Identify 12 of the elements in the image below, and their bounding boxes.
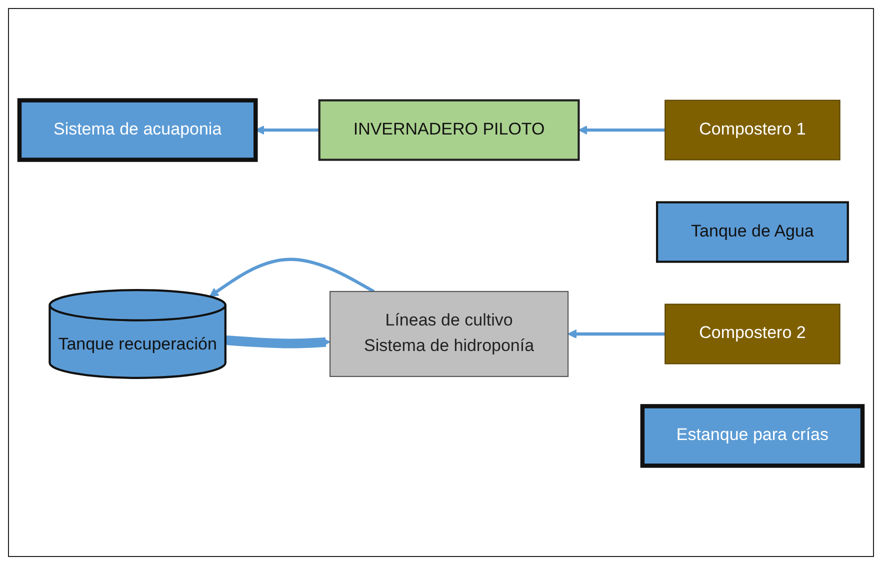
node-box: Tanque de Agua xyxy=(656,200,849,262)
arrow xyxy=(568,328,666,338)
arrow xyxy=(255,124,320,134)
arrow xyxy=(209,257,375,296)
arrow xyxy=(225,334,330,348)
node-box: Líneas de cultivo Sistema de hidroponía xyxy=(330,290,569,376)
node-box: Sistema de acuaponia xyxy=(17,98,258,162)
node-box: Estanque para crías xyxy=(640,404,865,468)
arrow xyxy=(578,124,666,134)
node-box: Compostero 1 xyxy=(664,99,840,160)
node-box: INVERNADERO PILOTO xyxy=(318,98,580,160)
node-box: Compostero 2 xyxy=(664,303,840,364)
